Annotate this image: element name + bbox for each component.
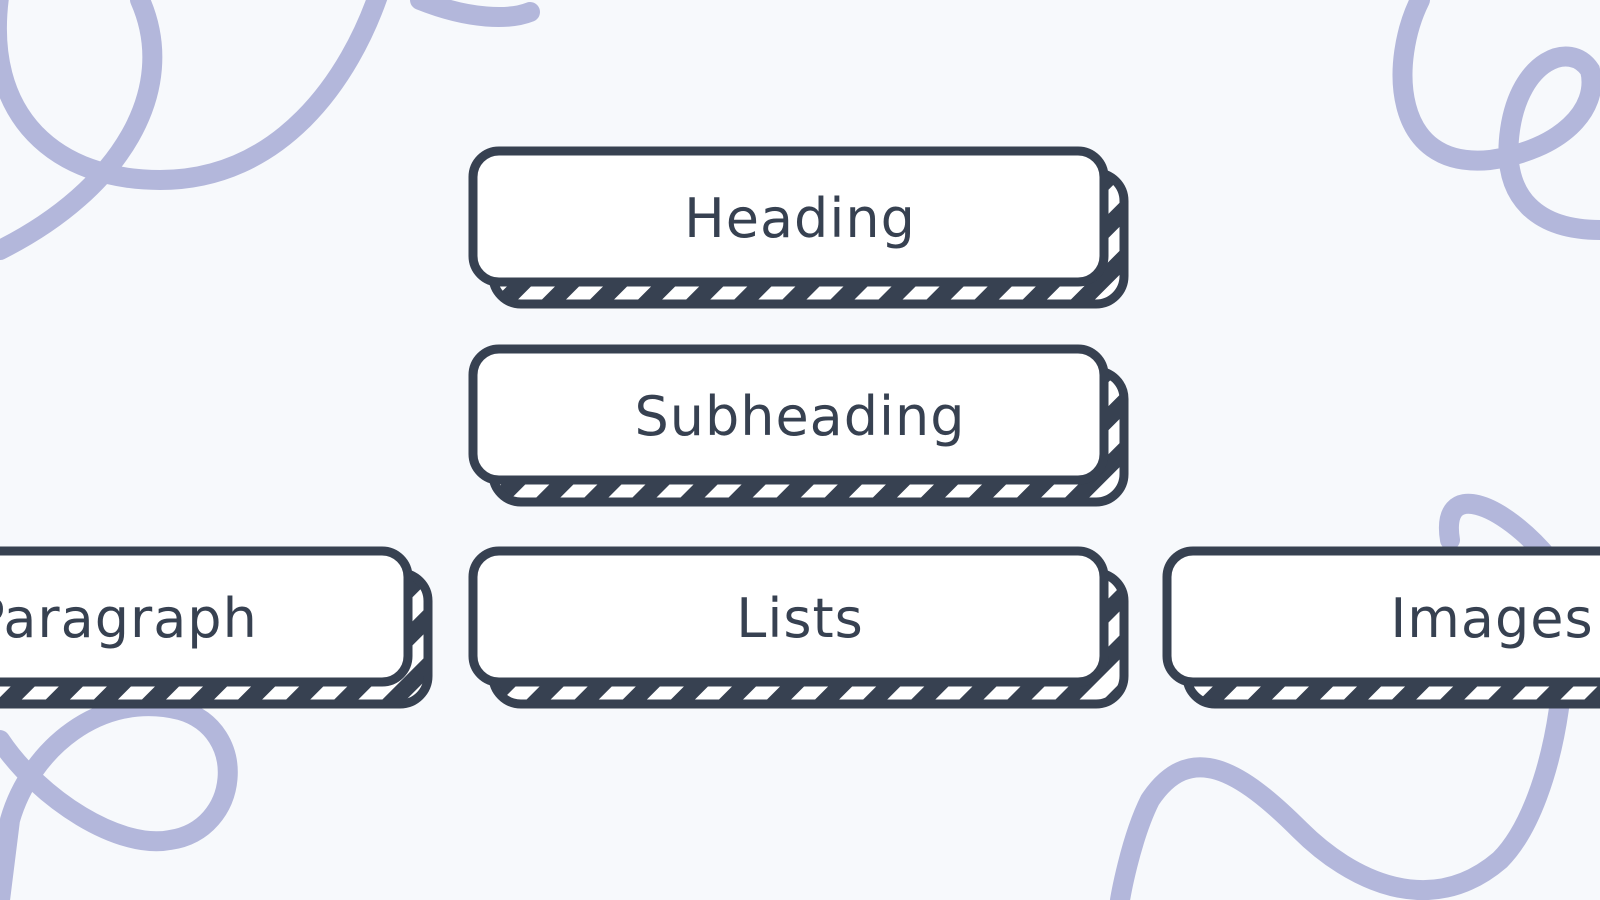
block-face bbox=[468, 546, 1109, 687]
block-heading[interactable]: Heading bbox=[468, 146, 1129, 309]
squiggle-top-left bbox=[0, 0, 540, 260]
block-face bbox=[0, 546, 413, 687]
squiggle-top-right bbox=[1392, 0, 1600, 240]
block-face bbox=[468, 344, 1109, 485]
block-label: Images bbox=[1390, 587, 1593, 650]
squiggle-bottom-left bbox=[0, 696, 238, 900]
block-face bbox=[468, 146, 1109, 287]
block-face bbox=[1162, 546, 1600, 687]
block-label: Paragraph bbox=[0, 587, 258, 650]
block-label: Heading bbox=[684, 187, 916, 250]
block-label: Subheading bbox=[634, 385, 965, 448]
block-images[interactable]: Images bbox=[1162, 546, 1600, 709]
block-paragraph[interactable]: Paragraph bbox=[0, 546, 433, 709]
squiggle-bottom-right bbox=[1110, 493, 1574, 900]
block-subheading[interactable]: Subheading bbox=[468, 344, 1129, 507]
block-lists[interactable]: Lists bbox=[468, 546, 1129, 709]
block-label: Lists bbox=[736, 587, 864, 650]
